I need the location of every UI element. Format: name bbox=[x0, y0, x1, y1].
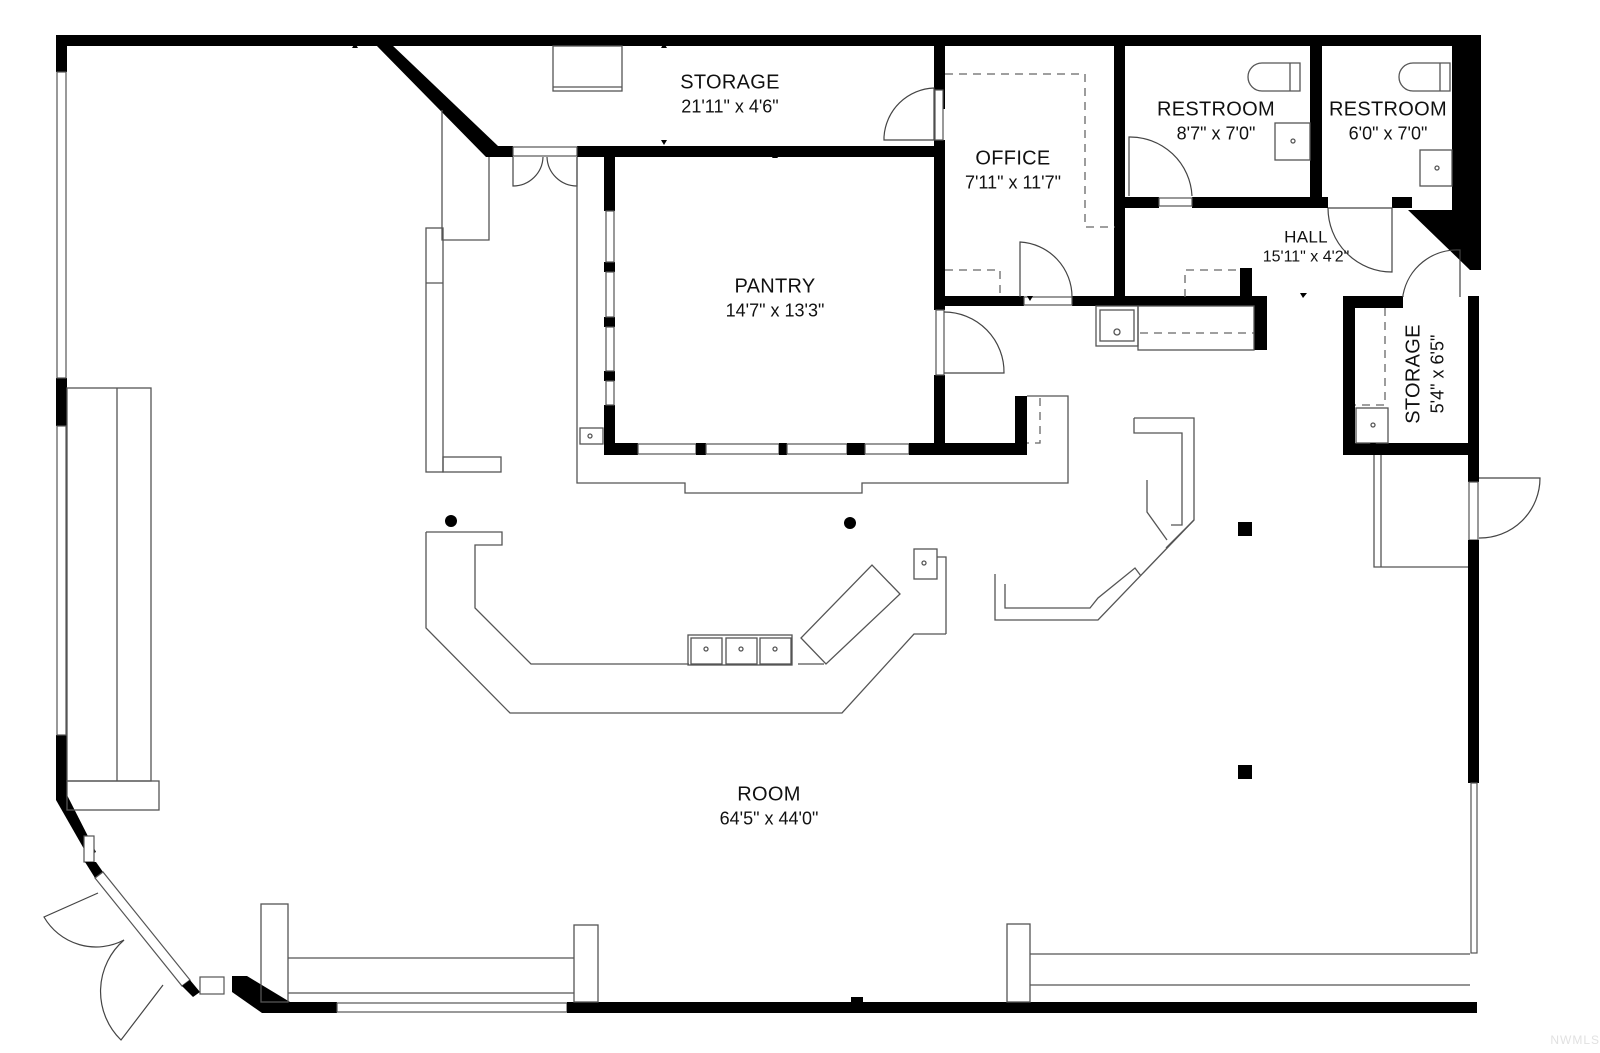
room-label-restroom-1: RESTROOM 8'7" x 7'0" bbox=[1157, 97, 1275, 145]
room-name: PANTRY bbox=[734, 275, 816, 298]
room-name: STORAGE bbox=[1402, 324, 1425, 424]
watermark: NWMLS bbox=[1550, 1033, 1600, 1047]
exterior-walls bbox=[56, 35, 1481, 1013]
room-name: RESTROOM bbox=[1157, 98, 1275, 121]
column-icon bbox=[445, 515, 457, 527]
column-icon bbox=[1238, 522, 1252, 536]
room-label-restroom-2: RESTROOM 6'0" x 7'0" bbox=[1329, 97, 1447, 145]
room-label-hall: HALL 15'11" x 4'2" bbox=[1263, 226, 1350, 267]
room-dimensions: 64'5" x 44'0" bbox=[719, 808, 819, 829]
bar-sinks bbox=[687, 634, 793, 666]
room-name: RESTROOM bbox=[1329, 98, 1447, 121]
room-label-main-room: ROOM 64'5" x 44'0" bbox=[720, 782, 819, 830]
dashed-lines bbox=[945, 73, 1386, 444]
room-label-storage-top: STORAGE 21'11" x 4'6" bbox=[680, 70, 780, 118]
room-dimensions: 21'11" x 4'6" bbox=[681, 96, 779, 117]
column-icon bbox=[844, 517, 856, 529]
room-label-office: OFFICE 7'11" x 11'7" bbox=[965, 146, 1061, 194]
room-name: STORAGE bbox=[680, 71, 780, 94]
room-dimensions: 5'4" x 6'5" bbox=[1427, 334, 1448, 414]
room-label-storage-side: STORAGE 5'4" x 6'5" bbox=[1401, 324, 1449, 424]
interior-walls bbox=[375, 44, 1479, 456]
column-icon bbox=[1238, 765, 1252, 779]
room-dimensions: 8'7" x 7'0" bbox=[1176, 123, 1256, 144]
room-name: ROOM bbox=[737, 783, 801, 806]
room-name: OFFICE bbox=[975, 147, 1051, 170]
room-dimensions: 14'7" x 13'3" bbox=[725, 300, 825, 321]
room-name: HALL bbox=[1284, 227, 1328, 247]
dimension-markers bbox=[352, 42, 1389, 448]
fixtures bbox=[66, 45, 1470, 1003]
doors bbox=[43, 87, 1541, 1041]
room-label-pantry: PANTRY 14'7" x 13'3" bbox=[726, 274, 825, 322]
room-dimensions: 6'0" x 7'0" bbox=[1348, 123, 1428, 144]
room-dimensions: 7'11" x 11'7" bbox=[964, 172, 1062, 193]
room-dimensions: 15'11" x 4'2" bbox=[1262, 248, 1350, 266]
